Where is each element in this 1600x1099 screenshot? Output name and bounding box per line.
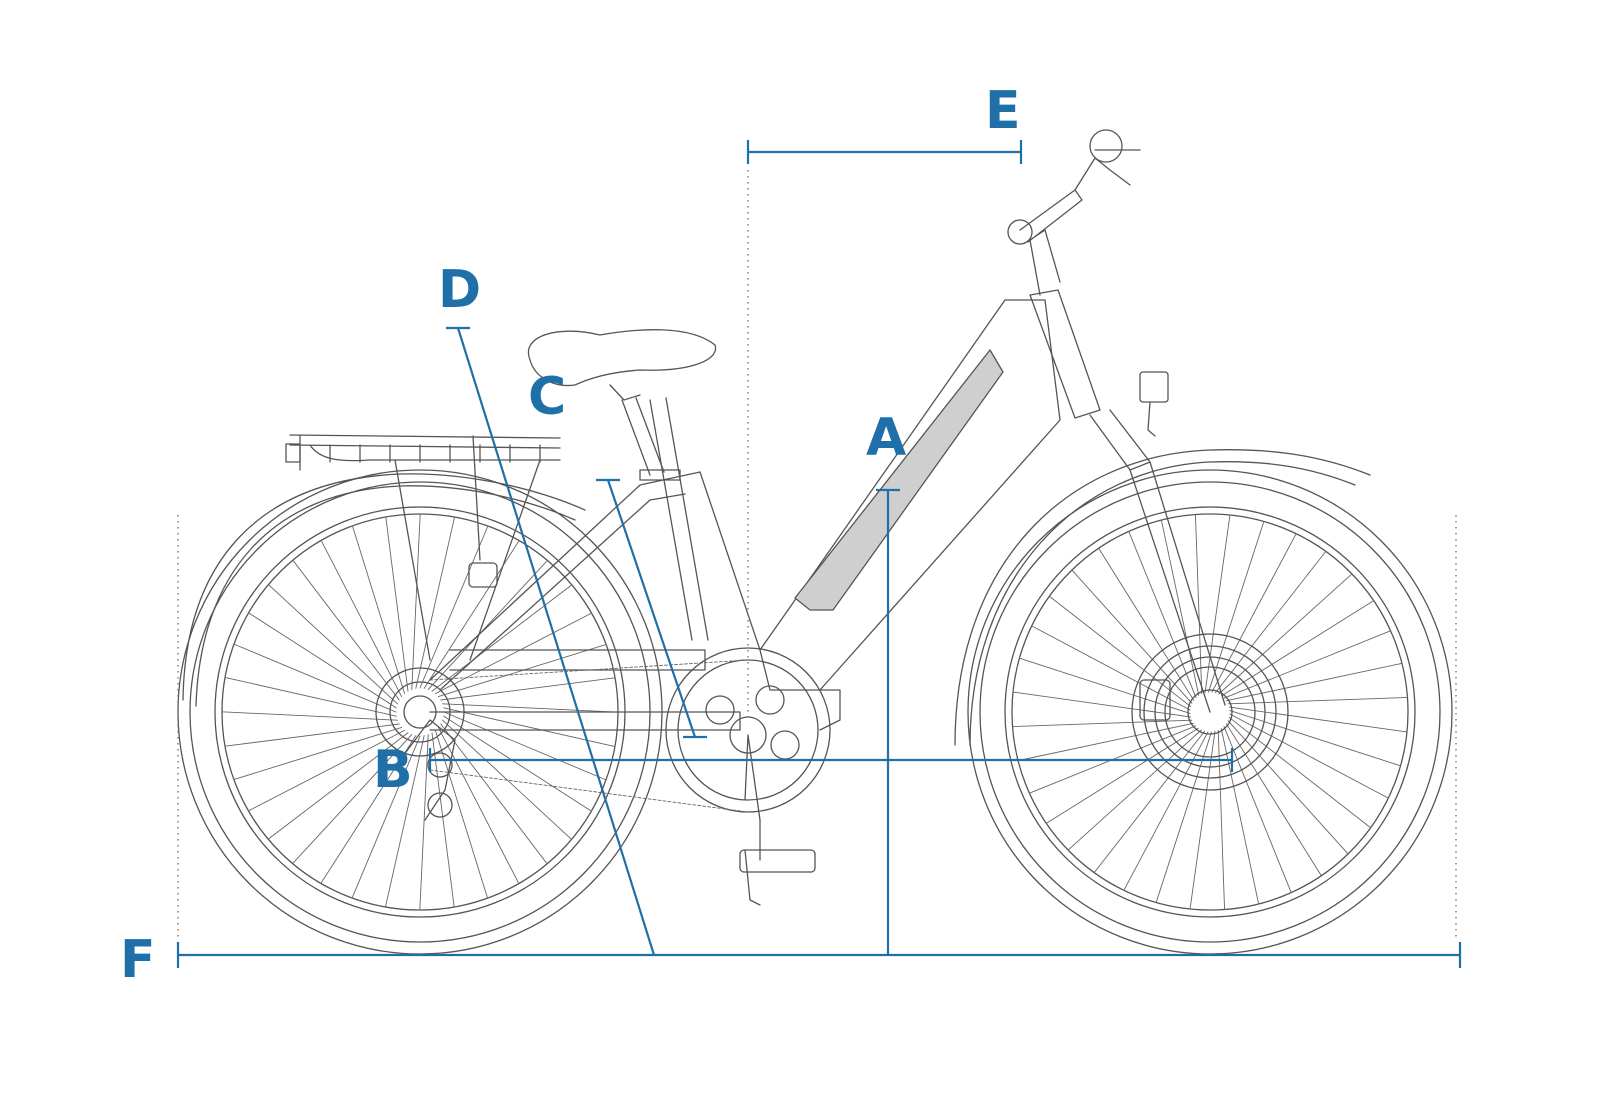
spoke <box>248 612 397 709</box>
spoke <box>431 584 573 692</box>
spoke <box>415 516 456 689</box>
disc-brake <box>1139 656 1266 768</box>
spoke <box>1223 725 1292 894</box>
spoke <box>292 734 413 865</box>
spoke <box>320 539 403 698</box>
spoke <box>1019 657 1191 714</box>
spoke <box>1211 533 1297 693</box>
spoke <box>1226 662 1403 702</box>
spoke <box>434 729 488 899</box>
spoke <box>1220 728 1260 905</box>
spoke <box>431 732 455 908</box>
spoke <box>419 734 429 911</box>
spoke <box>419 525 489 689</box>
spoke <box>440 723 548 865</box>
spoke <box>1071 569 1193 704</box>
spoke <box>1228 706 1408 733</box>
spoke <box>267 732 409 840</box>
spoke <box>1160 519 1200 696</box>
spoke <box>1214 550 1327 694</box>
spoke <box>224 723 400 747</box>
spoke <box>440 677 616 701</box>
spoke <box>1093 730 1206 874</box>
spoke <box>1229 710 1401 767</box>
spoke <box>233 726 403 780</box>
spoke <box>352 525 406 695</box>
spoke <box>1229 713 1389 799</box>
label-d: D <box>438 260 481 320</box>
frame <box>429 129 1141 731</box>
spoke <box>351 735 421 899</box>
spoke <box>427 559 548 690</box>
saddle <box>527 329 717 481</box>
spoke <box>292 559 400 701</box>
spoke <box>1098 547 1195 701</box>
spoke <box>443 711 607 781</box>
spoke <box>221 711 398 721</box>
spoke <box>1225 723 1322 877</box>
label-b: B <box>373 740 413 800</box>
spoke <box>443 715 592 812</box>
spoke <box>1194 514 1203 695</box>
rear-fender <box>182 473 586 707</box>
spoke <box>434 612 593 695</box>
battery <box>794 348 1004 611</box>
spoke <box>1128 530 1197 699</box>
spoke <box>437 726 520 885</box>
dimension-c-line <box>606 479 697 738</box>
spoke <box>1012 719 1193 728</box>
spoke <box>1017 722 1194 762</box>
label-c: C <box>528 367 566 427</box>
spoke <box>443 707 616 748</box>
spoke <box>224 676 397 717</box>
headlight <box>1139 371 1169 437</box>
spoke <box>1048 595 1192 708</box>
dimension-lines <box>176 140 1462 968</box>
spoke <box>384 735 425 908</box>
spoke <box>1227 720 1349 855</box>
label-f: F <box>120 930 156 990</box>
front-fender <box>954 449 1371 746</box>
spoke <box>442 703 619 713</box>
spoke <box>1204 514 1231 694</box>
spoke <box>1045 727 1199 824</box>
bicycle-drawing <box>177 129 1453 955</box>
spoke <box>247 729 406 812</box>
spoke <box>385 516 409 692</box>
spoke <box>1067 729 1202 851</box>
spoke <box>1031 625 1191 711</box>
rear-rack <box>285 434 561 661</box>
label-a: A <box>866 408 906 468</box>
front-wheel <box>967 469 1453 955</box>
spoke <box>1123 731 1209 891</box>
spoke <box>1223 630 1392 699</box>
spoke <box>1227 696 1408 705</box>
front-fork <box>1089 409 1226 713</box>
spoke <box>411 513 421 690</box>
spoke <box>1208 521 1265 693</box>
spoke <box>1228 716 1372 829</box>
drivetrain <box>399 647 841 906</box>
spoke <box>267 584 398 705</box>
spoke <box>1012 691 1192 718</box>
spoke <box>1221 600 1375 697</box>
spoke <box>233 643 397 713</box>
dimension-d-line <box>456 327 656 956</box>
label-e: E <box>985 81 1021 141</box>
spoke <box>1217 729 1226 910</box>
spoke <box>1218 573 1353 695</box>
